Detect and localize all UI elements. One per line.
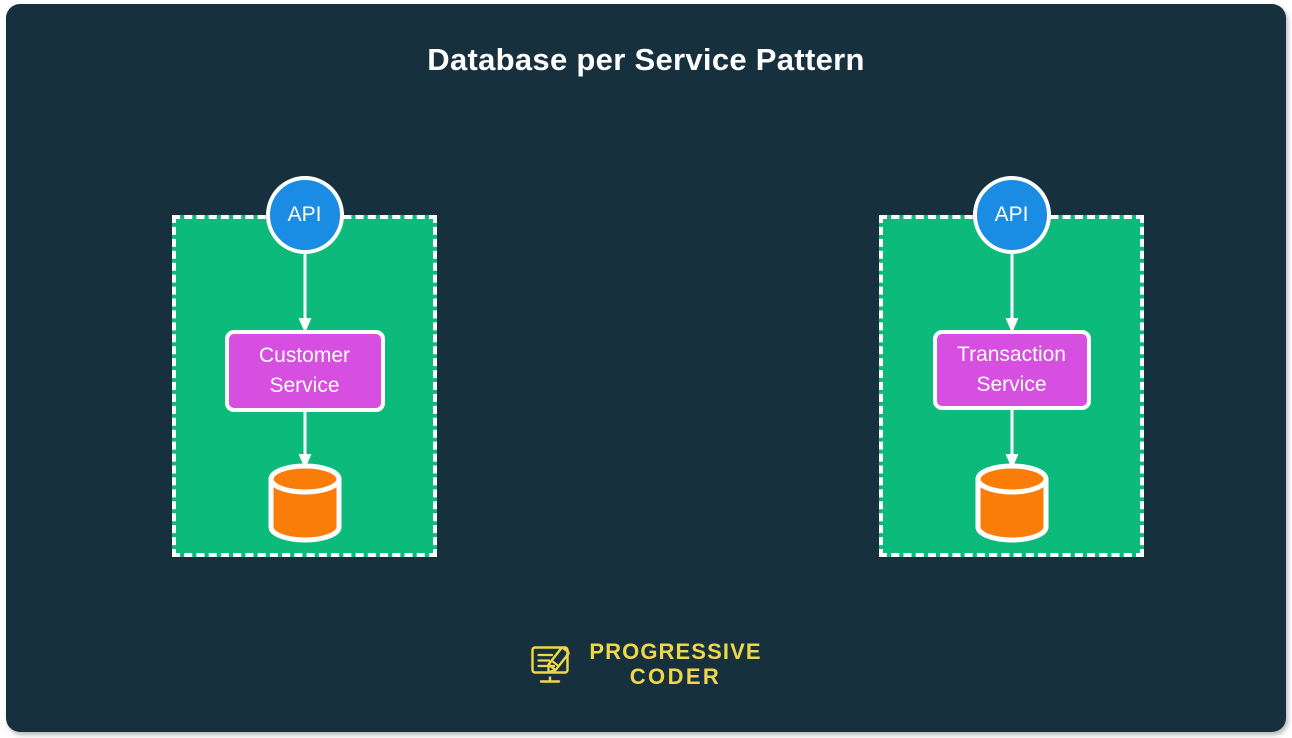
service-box-label-line-1: Customer	[258, 344, 351, 368]
brand-name: PROGRESSIVE CODER	[589, 639, 762, 689]
service-group-customer: API Customer Service	[172, 176, 437, 557]
diagram-panel: Database per Service Pattern API Custome…	[6, 4, 1286, 732]
service-box-label-line-1: Transaction	[957, 343, 1066, 367]
page-title: Database per Service Pattern	[427, 42, 865, 77]
api-node-label: API	[994, 203, 1029, 226]
brand-line-1: PROGRESSIVE	[589, 639, 762, 664]
arrow-api-to-transaction-service	[1005, 249, 1018, 333]
database-cylinder-transaction[interactable]	[973, 462, 1051, 544]
service-box-label-line-2: Service	[269, 374, 340, 397]
api-node-transaction[interactable]: API	[972, 176, 1051, 254]
api-node-label: API	[287, 203, 322, 226]
service-box-transaction[interactable]: Transaction Service	[932, 330, 1091, 410]
monitor-pencil-icon	[531, 645, 571, 683]
footer-logo: PROGRESSIVE CODER	[6, 639, 1286, 689]
arrow-api-to-customer-service	[298, 249, 311, 333]
service-box-customer[interactable]: Customer Service	[224, 330, 385, 412]
service-group-transaction: API Transaction Service	[879, 176, 1144, 557]
brand-line-2: CODER	[629, 663, 722, 689]
service-box-label-line-2: Service	[976, 373, 1047, 396]
database-cylinder-customer[interactable]	[266, 462, 344, 544]
api-node-customer[interactable]: API	[265, 176, 344, 254]
